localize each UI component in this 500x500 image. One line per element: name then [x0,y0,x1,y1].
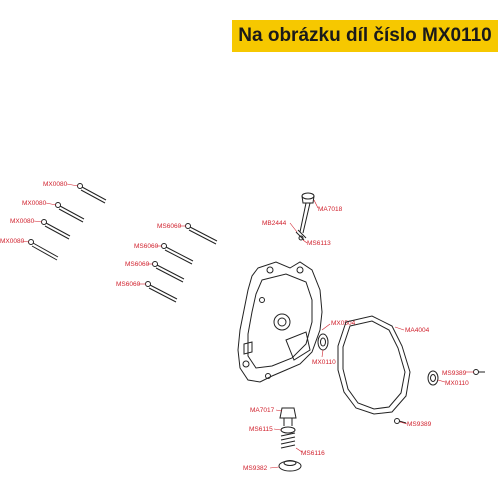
part-number-banner: Na obrázku díl číslo MX0110 [232,20,498,52]
label-ms9389-right: MS9389 [442,370,467,377]
label-mx0080-4: MX0080 [0,238,25,245]
bolt-ms6060-2 [161,243,194,265]
label-ma7017: MA7017 [250,407,275,414]
label-mx0110-center: MX0110 [312,359,336,366]
engine-case-cover [237,261,323,383]
label-ms6116: MS6116 [301,450,325,457]
bolt-ms6060-3 [152,261,185,283]
seal-center [317,333,329,351]
label-mx0080-1: MX0080 [43,181,68,188]
label-ms6113: MS6113 [307,240,331,247]
label-ms9389-bottom: MS9389 [407,421,432,428]
seal-right [427,370,439,386]
label-mx0080-2: MX0080 [22,200,47,207]
label-ma7018: MA7018 [318,206,343,213]
label-mb2444: MB2444 [262,220,287,227]
screw-right [473,369,485,375]
bolt-ms6060-4 [145,281,178,303]
label-ms9382: MS9382 [243,465,268,472]
label-ms6060-1: MS6060 [157,223,182,230]
label-mx0110-right: MX0110 [445,380,469,387]
label-ms6060-4: MS6060 [116,281,141,288]
label-ms6060-3: MS6060 [125,261,150,268]
bolt-group-ms6060 [145,223,218,303]
label-ma4004: MA4004 [405,327,430,334]
bolt-mx0080-4 [28,239,59,261]
dipstick-assembly [295,192,315,241]
label-mx0080-3: MX0080 [10,218,35,225]
label-mx0504: MX0504 [331,320,356,327]
screw-bottom-right [394,418,407,424]
bolt-group-mx0080 [28,183,107,261]
gasket [337,315,411,415]
bolt-mx0080-1 [77,183,107,204]
bolt-mx0080-3 [41,219,71,240]
bolt-mx0080-2 [55,202,85,223]
label-ms6060-2: MS6060 [134,243,159,250]
bolt-ms6060-1 [185,223,218,245]
drain-plug-stack [278,407,302,472]
label-ms6115: MS6115 [249,426,273,433]
